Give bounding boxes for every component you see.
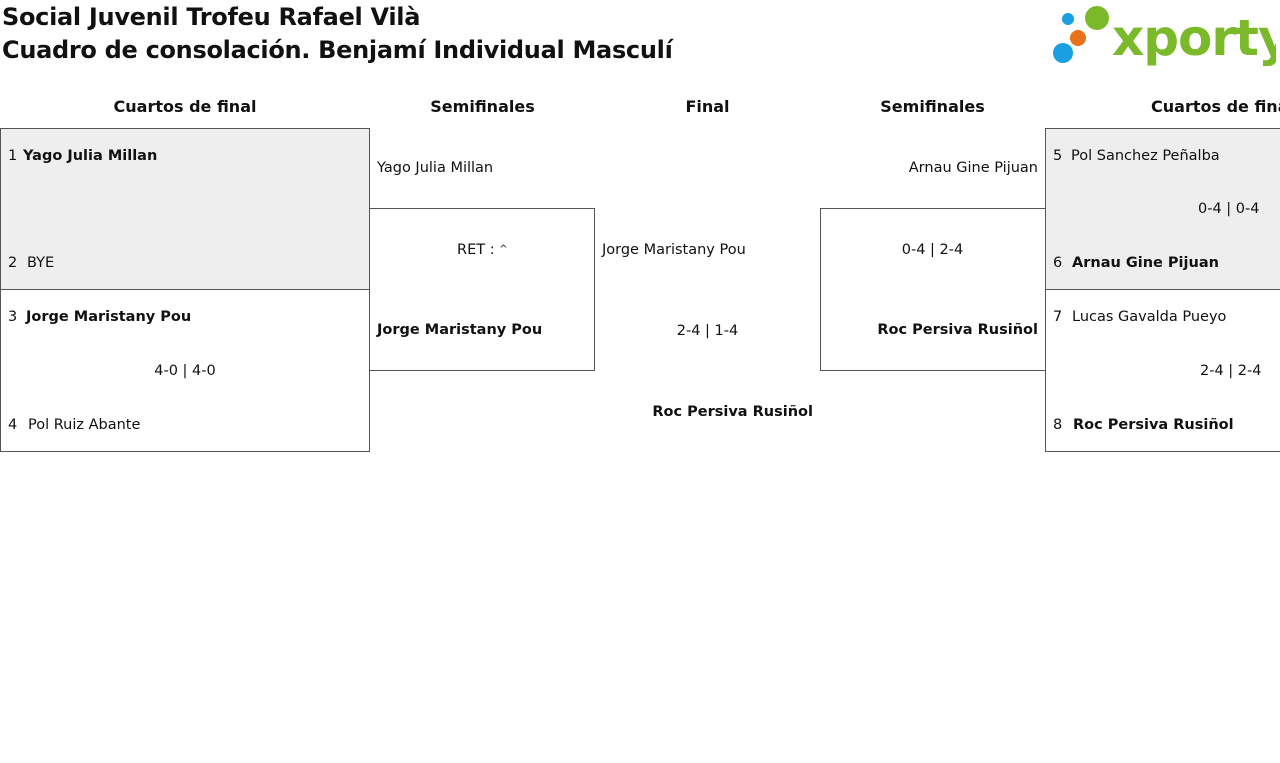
logo-dot-orange xyxy=(1070,30,1086,46)
retired-mark: ^ xyxy=(499,244,508,255)
header-left-semis: Semifinales xyxy=(430,97,535,116)
seed-number: 5 xyxy=(1053,148,1063,164)
header-left-quarters: Cuartos de final xyxy=(113,97,257,116)
seed-number: 8 xyxy=(1053,417,1063,433)
seed-number: 7 xyxy=(1053,309,1063,325)
seed-number: 6 xyxy=(1053,255,1063,271)
xporty-logo[interactable]: xporty xyxy=(1050,4,1280,67)
player-name[interactable]: Pol Ruiz Abante xyxy=(28,417,141,433)
seed-number: 4 xyxy=(8,417,18,433)
player-name[interactable]: Jorge Maristany Pou xyxy=(26,309,192,325)
left-quarter-match-1 xyxy=(0,128,370,290)
player-name[interactable]: Lucas Gavalda Pueyo xyxy=(1072,309,1227,325)
header-right-semis: Semifinales xyxy=(880,97,985,116)
header-final: Final xyxy=(685,97,730,116)
score-text: RET : xyxy=(457,242,495,258)
seed-number: 3 xyxy=(8,309,18,325)
match-score: 2-4 | 1-4 xyxy=(676,323,739,339)
player-name[interactable]: Arnau Gine Pijuan xyxy=(1072,255,1219,271)
logo-dot-blue xyxy=(1053,43,1073,63)
player-name[interactable]: Yago Julia Millan xyxy=(377,160,494,176)
right-semifinal-match xyxy=(820,208,1046,371)
logo-dot-green xyxy=(1085,6,1109,30)
champion-name[interactable]: Roc Persiva Rusiñol xyxy=(652,404,813,420)
draw-title: Cuadro de consolación. Benjamí Individua… xyxy=(2,36,673,64)
match-score: 2-4 | 2-4 xyxy=(1200,363,1262,379)
player-name[interactable]: Yago Julia Millan xyxy=(23,148,158,164)
player-name[interactable]: Roc Persiva Rusiñol xyxy=(877,322,1038,338)
right-quarter-match-2 xyxy=(1045,289,1280,452)
xporty-logo-graphic: xporty xyxy=(1053,6,1280,67)
logo-wordmark: xporty xyxy=(1112,9,1276,66)
left-semifinal-match xyxy=(369,208,595,371)
seed-number: 1 xyxy=(8,148,18,164)
logo-dot-blue-small xyxy=(1062,13,1074,25)
player-name[interactable]: Arnau Gine Pijuan xyxy=(908,160,1038,176)
header-right-quarters: Cuartos de final xyxy=(1151,97,1280,116)
right-quarter-match-1 xyxy=(1045,128,1280,290)
player-name[interactable]: Jorge Maristany Pou xyxy=(377,322,543,338)
player-name[interactable]: Jorge Maristany Pou xyxy=(602,242,746,258)
player-name: BYE xyxy=(27,255,55,271)
player-name[interactable]: Pol Sanchez Peñalba xyxy=(1071,148,1220,164)
match-score: 0-4 | 0-4 xyxy=(1198,201,1260,217)
match-score: RET : ^ xyxy=(457,241,508,259)
match-score: 0-4 | 2-4 xyxy=(901,242,964,258)
match-score: 4-0 | 4-0 xyxy=(154,363,216,379)
tournament-title: Social Juvenil Trofeu Rafael Vilà xyxy=(2,3,421,31)
page-title: Social Juvenil Trofeu Rafael Vilà Cuadro… xyxy=(2,1,673,67)
player-name[interactable]: Roc Persiva Rusiñol xyxy=(1073,417,1234,433)
seed-number: 2 xyxy=(8,255,18,271)
